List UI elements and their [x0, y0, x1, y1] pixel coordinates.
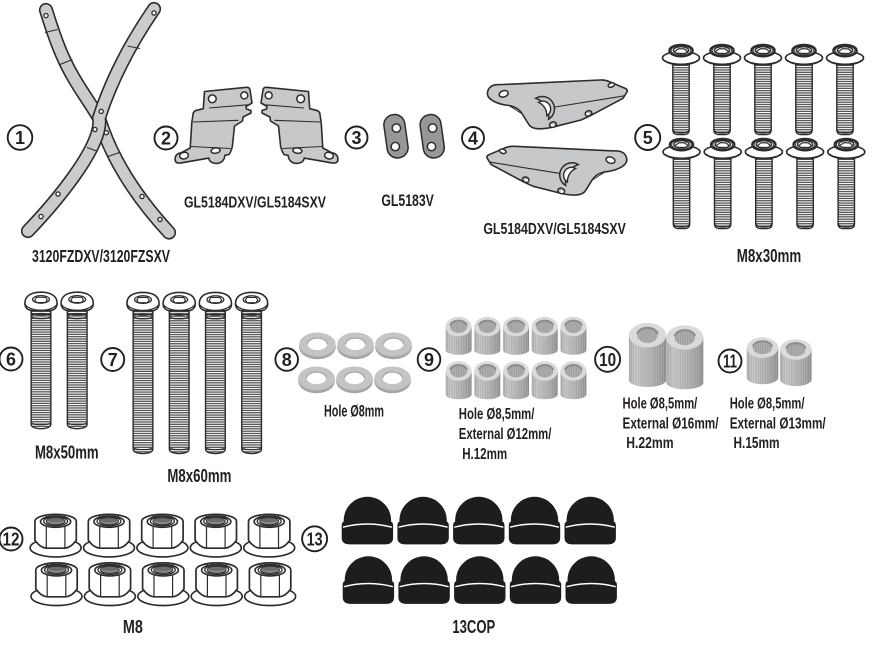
svg-text:GL5184DXV/GL5184SXV: GL5184DXV/GL5184SXV [184, 194, 327, 211]
svg-text:13COP: 13COP [452, 616, 495, 637]
svg-text:M8: M8 [123, 616, 143, 637]
svg-text:7: 7 [108, 349, 118, 370]
svg-text:5: 5 [643, 127, 653, 148]
svg-text:11: 11 [723, 351, 737, 372]
svg-text:Hole Ø8,5mm/: Hole Ø8,5mm/ [623, 396, 698, 413]
svg-text:8: 8 [282, 349, 292, 370]
svg-text:H.12mm: H.12mm [462, 446, 507, 463]
svg-text:2: 2 [161, 128, 171, 149]
svg-text:3: 3 [352, 127, 362, 148]
svg-text:10: 10 [599, 349, 616, 370]
svg-text:GL5183V: GL5183V [381, 192, 434, 210]
svg-text:1: 1 [15, 127, 25, 148]
svg-text:Hole Ø8mm: Hole Ø8mm [324, 403, 384, 421]
svg-text:H.22mm: H.22mm [626, 435, 673, 452]
svg-text:H.15mm: H.15mm [734, 435, 780, 452]
svg-text:External Ø12mm/: External Ø12mm/ [459, 426, 552, 443]
svg-text:M8x30mm: M8x30mm [737, 245, 802, 266]
svg-text:3120FZDXV/3120FZSXV: 3120FZDXV/3120FZSXV [32, 246, 170, 266]
svg-text:4: 4 [468, 128, 479, 149]
svg-text:GL5184DXV/GL5184SXV: GL5184DXV/GL5184SXV [483, 221, 626, 238]
svg-text:Hole Ø8,5mm/: Hole Ø8,5mm/ [730, 396, 805, 413]
svg-text:6: 6 [6, 349, 16, 370]
svg-text:External Ø16mm/: External Ø16mm/ [623, 416, 720, 433]
svg-text:M8x50mm: M8x50mm [35, 442, 99, 463]
svg-text:13: 13 [307, 529, 323, 550]
svg-text:External Ø13mm/: External Ø13mm/ [730, 416, 827, 433]
svg-text:12: 12 [3, 529, 20, 550]
svg-text:Hole Ø8,5mm/: Hole Ø8,5mm/ [459, 406, 535, 423]
svg-text:9: 9 [424, 349, 434, 370]
svg-text:M8x60mm: M8x60mm [167, 465, 231, 486]
